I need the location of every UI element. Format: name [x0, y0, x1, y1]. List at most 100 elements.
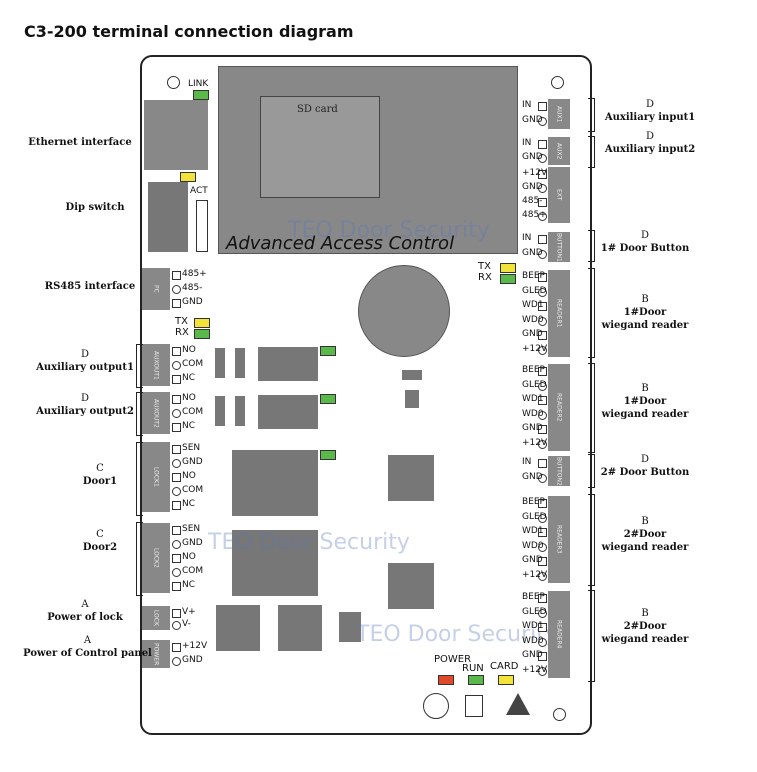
terminal-screw: [172, 487, 181, 496]
small-component: [215, 348, 225, 378]
terminal-tag-aux1: AUX1: [548, 99, 570, 129]
terminal-screw: [172, 501, 181, 510]
terminal-tag-button2: BUTTON2: [548, 456, 570, 486]
terminal-screw: [538, 410, 547, 420]
terminal-screw: [538, 542, 547, 552]
watermark-top: TEO Door Security: [288, 218, 490, 243]
pin-label-in: IN: [522, 457, 532, 467]
card-led-label: CARD: [490, 661, 519, 672]
rx-led-left: [194, 329, 210, 339]
terminal-tag-button1: BUTTON1: [548, 232, 570, 262]
pin-label-wd1: WD1: [522, 621, 544, 631]
mount-hole: [553, 708, 566, 721]
terminal-tag-reader2: READER2: [548, 364, 570, 451]
pin-label-v: V+: [182, 607, 196, 617]
sd-card-slot: [260, 96, 380, 198]
pin-label-gnd: GND: [182, 297, 203, 307]
terminal-screw: [538, 367, 547, 376]
tx-led-right: [500, 263, 516, 273]
pin-label-gnd: GND: [522, 650, 543, 660]
pin-label-no: NO: [182, 471, 196, 481]
terminal-screw: [538, 499, 547, 508]
terminal-screw: [172, 395, 181, 404]
pin-label-gnd: GND: [522, 248, 543, 258]
power-regulator: [216, 605, 260, 651]
pin-label-gnd: GND: [182, 655, 203, 665]
terminal-screw: [538, 594, 547, 603]
terminal-screw: [538, 170, 547, 179]
terminal-screw: [172, 582, 181, 591]
terminal-screw: [172, 445, 181, 454]
diagram-title: C3-200 terminal connection diagram: [24, 22, 354, 41]
pin-label-gnd: GND: [182, 538, 203, 548]
pin-label-beep: BEEP: [522, 497, 545, 507]
power-led-label: POWER: [434, 654, 472, 665]
terminal-tag-reader4: READER4: [548, 591, 570, 678]
rx-label-right: RX: [478, 272, 492, 283]
dip-switch-label: Dip switch: [65, 202, 125, 213]
pin-label-gnd: GND: [522, 329, 543, 339]
tx-label-left: TX: [175, 316, 188, 327]
small-component: [235, 396, 245, 426]
terminal-screw: [538, 513, 547, 523]
bracket: [588, 98, 595, 132]
pin-label-12v: +12V: [182, 641, 208, 651]
bracket: [588, 363, 595, 453]
terminal-screw: [538, 623, 547, 632]
small-component: [405, 390, 419, 408]
pin-label-gled: GLED: [522, 379, 547, 390]
act-led: [180, 172, 196, 182]
terminal-screw: [538, 117, 547, 126]
pin-label-wd0: WD0: [522, 408, 544, 419]
bracket: [588, 454, 595, 488]
pin-label-gled: GLED: [522, 606, 547, 617]
terminal-screw: [538, 528, 547, 537]
terminal-screw: [172, 375, 181, 384]
terminal-tag-power: POWER: [142, 640, 170, 668]
link-led-label: LINK: [188, 79, 209, 89]
terminal-tag-reader3: READER3: [548, 496, 570, 583]
bracket: [136, 442, 143, 516]
mount-hole: [167, 76, 180, 89]
pin-label-nc: NC: [182, 499, 196, 509]
pin-label-beep: BEEP: [522, 592, 545, 602]
pin-label-wd1: WD1: [522, 526, 544, 536]
bracket: [588, 590, 595, 682]
terminal-tag-reader1: READER1: [548, 270, 570, 357]
capacitor: [339, 612, 361, 642]
pin-label-gnd: GND: [182, 457, 203, 467]
pin-label-wd0: WD0: [522, 635, 544, 646]
terminal-screw: [538, 273, 547, 282]
pin-label-12v: +12V: [522, 168, 548, 178]
backup-battery: [358, 265, 450, 357]
pin-label-gnd: GND: [522, 472, 543, 482]
lead-free-icon: [423, 693, 449, 719]
terminal-screw: [172, 423, 181, 432]
terminal-tag-lock: LOCK: [142, 606, 170, 630]
pin-label-in: IN: [522, 138, 532, 148]
pin-label-no: NO: [182, 552, 196, 562]
pin-label-wd1: WD1: [522, 394, 544, 404]
pin-label-beep: BEEP: [522, 365, 545, 375]
relay-lock2: [232, 530, 318, 596]
terminal-screw: [538, 474, 547, 483]
pin-label-com: COM: [182, 485, 204, 495]
rx-led-right: [500, 274, 516, 284]
bracket: [136, 344, 143, 388]
pin-label-485: 485-: [522, 196, 543, 206]
watermark-bottom: TEO Door Security: [356, 622, 558, 647]
ethernet-interface-label: Ethernet interface: [28, 137, 132, 148]
relay-auxout2: [258, 395, 318, 429]
bracket: [588, 268, 595, 358]
relay-lock1: [232, 450, 318, 516]
terminal-tag-lock2: LOCK2: [142, 523, 170, 593]
terminal-screw: [538, 212, 547, 221]
terminal-screw: [172, 473, 181, 482]
